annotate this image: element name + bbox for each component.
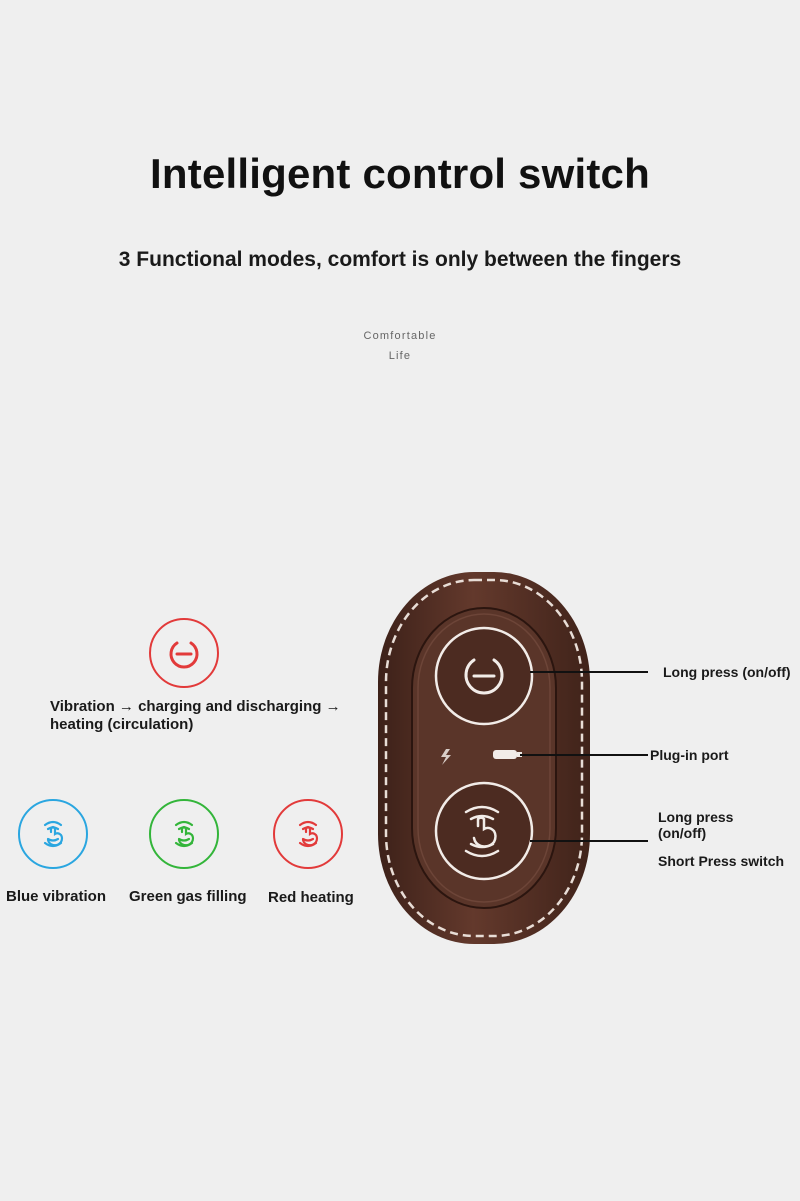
power-mode-icon bbox=[149, 618, 219, 688]
blue-vibration-icon bbox=[18, 799, 88, 869]
mode-button[interactable] bbox=[434, 781, 534, 881]
cycle-line-2: heating (circulation) bbox=[50, 716, 194, 733]
callout-power: Long press (on/off) bbox=[663, 664, 791, 680]
device-hand-vibration-icon bbox=[464, 805, 500, 858]
brand-line-2: Life bbox=[388, 350, 412, 362]
callout-mode-line-1: Long press bbox=[658, 809, 734, 825]
callout-port: Plug-in port bbox=[650, 747, 729, 763]
callout-mode: Long press (on/off) bbox=[658, 809, 733, 841]
hand-vibration-icon bbox=[43, 820, 64, 848]
mode-label-green: Green gas filling bbox=[129, 888, 247, 905]
page-subtitle: 3 Functional modes, comfort is only betw… bbox=[118, 248, 682, 271]
green-gas-filling-icon bbox=[149, 799, 219, 869]
power-icon bbox=[169, 641, 199, 669]
control-switch-device bbox=[378, 572, 590, 944]
cycle-line-1: Vibration → charging and discharging → bbox=[50, 698, 341, 715]
callout-line-port bbox=[520, 754, 648, 756]
hand-vibration-icon bbox=[174, 820, 195, 848]
cycle-description: Vibration → charging and discharging → h… bbox=[50, 698, 341, 734]
brand-text: Comfortable Life bbox=[300, 326, 500, 366]
charging-bolt-icon bbox=[441, 749, 451, 765]
mode-label-red: Red heating bbox=[268, 889, 354, 906]
plug-in-port[interactable] bbox=[493, 750, 517, 759]
callout-line-mode bbox=[530, 840, 648, 842]
callout-mode-short-press: Short Press switch bbox=[658, 853, 785, 869]
callout-line-power bbox=[530, 671, 648, 673]
mode-label-blue: Blue vibration bbox=[6, 888, 107, 905]
page-title: Intelligent control switch bbox=[150, 150, 650, 197]
brand-line-1: Comfortable bbox=[363, 330, 437, 342]
callout-mode-line-2: (on/off) bbox=[658, 825, 707, 841]
device-power-icon bbox=[464, 658, 504, 695]
hand-vibration-icon bbox=[298, 820, 319, 848]
red-heating-icon bbox=[273, 799, 343, 869]
